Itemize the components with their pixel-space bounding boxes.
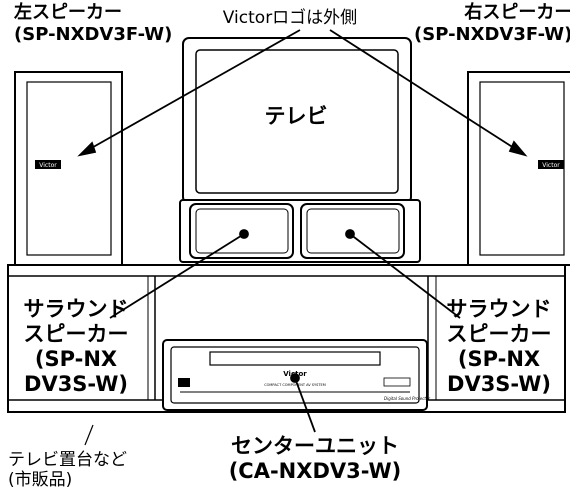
surround-left-label: サラウンド スピーカー (SP-NX DV3S-W) [23, 297, 129, 396]
tv-stand [7, 264, 566, 413]
left-front-speaker [14, 71, 123, 266]
right-front-speaker [467, 71, 570, 266]
logo-note-label: Victorロゴは外側 [222, 8, 358, 28]
tv-label: テレビ [264, 104, 328, 128]
tv-stand-label: テレビ置台など (市販品) [8, 450, 127, 490]
svg-text:Victor: Victor [542, 162, 560, 169]
leader-arrows [77, 29, 528, 446]
right-speaker-label: 右スピーカー (SP-NXDV3F-W) [414, 2, 570, 45]
svg-text:Digital Sound Projector: Digital Sound Projector [384, 396, 430, 401]
left-speaker-logo: Victor [35, 160, 61, 169]
svg-text:COMPACT COMPONENT AV SYSTEM: COMPACT COMPONENT AV SYSTEM [264, 383, 326, 387]
left-speaker-label: 左スピーカー (SP-NXDV3F-W) [14, 2, 173, 45]
center-unit-label: センターユニット (CA-NXDV3-W) [228, 434, 402, 483]
surround-right-label: サラウンド スピーカー (SP-NX DV3S-W) [446, 297, 552, 396]
svg-text:Victor: Victor [39, 162, 57, 169]
right-speaker-logo: Victor [538, 160, 564, 169]
